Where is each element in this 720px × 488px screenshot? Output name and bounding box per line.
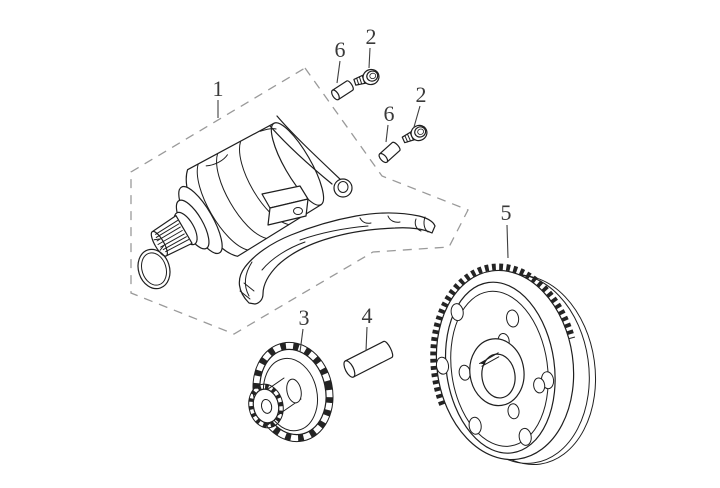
callout-label-6-lower: 6 [384,101,395,126]
callout-leader-2-lower [413,105,421,128]
callout-leader-6-upper [336,60,341,84]
spacer-end-face [331,89,340,101]
cable-detail-4 [359,215,401,224]
callout-label-3: 3 [299,305,310,330]
callouts: 1 2 6 2 6 3 4 5 [213,24,512,353]
body-highlight-line [205,154,228,167]
callout-leader-5 [506,224,509,259]
spline-hatching [153,219,190,253]
cable-detail-1 [299,225,369,241]
bolt-head-socket [369,72,377,80]
callout-label-2-lower: 2 [416,82,427,107]
assembly-dashed-outline [130,67,469,335]
callout-leader-4 [365,326,368,352]
cable-end-lines [414,216,429,233]
cable-boot [238,212,436,305]
keyway-arrow [479,360,486,365]
o-ring [137,248,171,290]
flywheel-ring-gear [430,263,597,466]
flange-bolt-upper [353,68,380,86]
shaft-body [344,340,394,378]
lug-boss [293,207,303,215]
callout-label-2-upper: 2 [366,24,377,49]
body-seam-1 [196,163,249,251]
small-gear [248,383,284,429]
callout-leader-6-lower [385,124,389,143]
cable-detail-3 [244,261,253,297]
callout-label-4: 4 [362,303,373,328]
small-gear-tip-circle [248,383,284,429]
starter-idler-gear [248,341,334,443]
bracket-outer-edge [276,115,342,181]
lug-front-face [267,198,309,226]
mounting-bracket [269,115,353,198]
flange-bolt-lower [401,124,428,144]
boot-fork-lines [239,282,255,300]
bracket-ear-hole [337,181,349,193]
cable-detail-2 [261,241,306,271]
spacer-collar-lower [378,141,401,164]
callout-label-5: 5 [501,200,512,225]
bolt-head-socket [417,128,424,135]
o-ring-inner [141,252,167,286]
motor-body-group [150,122,325,257]
small-gear-teeth [248,384,284,428]
ring-gear-teeth [430,263,576,406]
callout-label-1: 1 [213,76,224,101]
large-gear-bore [286,378,302,404]
body-seam-2 [216,153,268,239]
flywheel-face-step [450,290,549,447]
front-mounting-lug [261,185,309,226]
callout-label-6-upper: 6 [335,37,346,62]
idler-gear-shaft [343,340,394,378]
spacer-end-face [378,152,389,164]
o-ring-outer [137,248,171,290]
callout-leader-2-upper [368,47,371,69]
rear-cap-seam [259,128,277,132]
spacer-collar-upper [331,80,354,101]
motor-rear-cap [270,122,325,206]
keyway-lines [479,352,500,367]
shaft-end-face [343,360,356,378]
bracket-inner-edge [269,125,333,185]
callout-leader-3 [299,328,304,353]
starter-motor [137,115,436,305]
small-gear-bore [260,398,273,414]
